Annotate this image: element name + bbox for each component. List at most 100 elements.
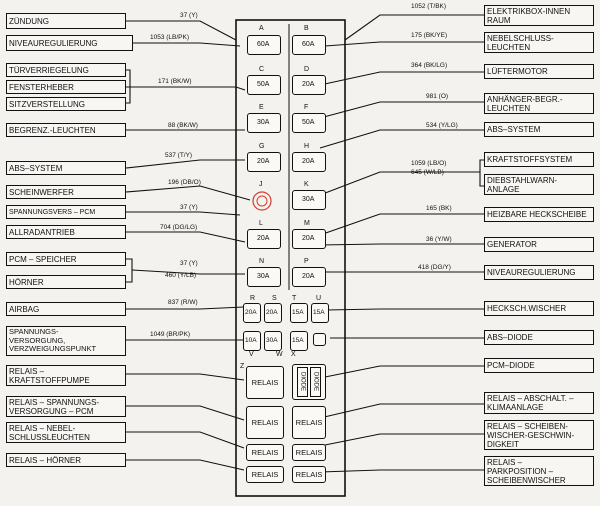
wire-code: 1059 (LB/O) — [411, 160, 447, 167]
left-label-scheinwerfer: SCHEINWERFER — [6, 185, 126, 199]
fuse-g: 20A — [247, 152, 281, 172]
wire-code: 196 (DB/O) — [168, 179, 201, 186]
wire-code: 364 (BK/LG) — [411, 62, 448, 69]
relay-nebelschluss: RELAIS — [246, 444, 284, 461]
right-label-kraftstoffsystem: KRAFTSTOFFSYSTEM — [484, 152, 594, 167]
fuse-v: 10A — [243, 331, 261, 351]
fuse-f: 50A — [292, 113, 326, 133]
relay-letter: Z — [240, 363, 245, 370]
fuse-letter: D — [304, 66, 310, 73]
fuse-c: 50A — [247, 75, 281, 95]
wire-code: 165 (BK) — [426, 205, 452, 212]
wire-code: 1049 (BR/PK) — [150, 331, 191, 338]
fuse-letter: F — [304, 104, 309, 111]
diode-pcm: DIODE — [310, 367, 321, 397]
fuse-letter: V — [249, 351, 254, 358]
relay-klimaanlage: RELAIS — [292, 406, 326, 439]
wire-code: 88 (BK/W) — [168, 122, 198, 129]
fuse-letter: A — [259, 25, 264, 32]
left-label-allrad: ALLRADANTRIEB — [6, 225, 126, 239]
fuse-letter: L — [259, 220, 263, 227]
fuse-letter: S — [272, 295, 277, 302]
left-label-relais-kraftstoff: RELAIS – KRAFTSTOFFPUMPE — [6, 365, 126, 386]
fuse-letter: R — [250, 295, 256, 302]
fuse-u: 15A — [311, 303, 329, 323]
right-label-heckscheibe: HEIZBARE HECKSCHEIBE — [484, 207, 594, 222]
right-label-anhaenger: ANHÄNGER-BEGR.- LEUCHTEN — [484, 93, 594, 114]
wire-code: 981 (O) — [426, 93, 449, 100]
fuse-l: 20A — [247, 229, 281, 249]
fuse-p: 20A — [292, 267, 326, 287]
left-label-sitz: SITZVERSTELLUNG — [6, 97, 126, 111]
fuse-e: 30A — [247, 113, 281, 133]
right-label-diebstahl: DIEBSTAHLWARN- ANLAGE — [484, 174, 594, 195]
left-label-relais-nebel: RELAIS – NEBEL- SCHLUSSLEUCHTEN — [6, 422, 126, 443]
fuse-w: 30A — [264, 331, 282, 351]
relay-kraftstoffpumpe: RELAIS — [246, 366, 284, 399]
left-label-verzweigung: SPANNUNGS- VERSORGUNG, VERZWEIGUNGSPUNKT — [6, 326, 126, 356]
fuse-m: 20A — [292, 229, 326, 249]
right-label-elektrikbox: ELEKTRIKBOX-INNEN RAUM — [484, 5, 594, 26]
right-label-luefter: LÜFTERMOTOR — [484, 64, 594, 79]
fuse-d: 20A — [292, 75, 326, 95]
right-label-pcm-diode: PCM–DIODE — [484, 358, 594, 373]
fuse-h: 20A — [292, 152, 326, 172]
left-label-abs: ABS–SYSTEM — [6, 161, 126, 175]
fuse-letter: E — [259, 104, 264, 111]
left-label-pcm-speicher: PCM – SPEICHER — [6, 252, 126, 266]
wire-code: 1053 (LB/PK) — [150, 34, 190, 41]
left-label-spannungsvers-pcm: SPANNUNGSVERS – PCM — [6, 205, 126, 219]
fuse-k: 30A — [292, 190, 326, 210]
left-label-begrenz: BEGRENZ.-LEUCHTEN — [6, 123, 126, 137]
right-label-wischer-geschw: RELAIS – SCHEIBEN- WISCHER-GESCHWIN- DIG… — [484, 420, 594, 450]
fuse-letter: B — [304, 25, 309, 32]
fuse-letter: C — [259, 66, 265, 73]
wire-code: 418 (DG/Y) — [418, 264, 451, 271]
left-label-fenster: FENSTERHEBER — [6, 80, 126, 94]
diode-block: DIODE DIODE — [292, 364, 326, 400]
fuse-letter: N — [259, 258, 265, 265]
fuse-letter: T — [292, 295, 297, 302]
wire-code: 534 (Y/LG) — [426, 122, 458, 129]
relay-parkposition: RELAIS — [292, 466, 326, 483]
fuse-b: 60A — [292, 35, 326, 55]
right-label-generator: GENERATOR — [484, 237, 594, 252]
right-label-klima: RELAIS – ABSCHALT. – KLIMAANLAGE — [484, 392, 594, 414]
fuse-letter: U — [316, 295, 322, 302]
wire-code: 36 (Y/W) — [426, 236, 452, 243]
fuse-letter: W — [276, 351, 283, 358]
wire-code: 837 (R/W) — [168, 299, 198, 306]
right-label-parkposition: RELAIS – PARKPOSITION – SCHEIBENWISCHER — [484, 456, 594, 486]
red-mark-icon — [252, 191, 272, 211]
fuse-letter: M — [304, 220, 310, 227]
relay-spannungsversorgung-pcm: RELAIS — [246, 406, 284, 439]
left-label-relais-pcm: RELAIS – SPANNUNGS- VERSORGUNG – PCM — [6, 396, 126, 417]
left-label-hoerner: HÖRNER — [6, 275, 126, 289]
relay-hoerner: RELAIS — [246, 466, 284, 483]
right-label-heckwischer: HECKSCH.WISCHER — [484, 301, 594, 316]
wire-code: 645 (W/LB) — [411, 169, 444, 176]
fuse-letter: P — [304, 258, 309, 265]
fuse-slot-empty — [313, 333, 326, 346]
fuse-s: 20A — [264, 303, 282, 323]
wire-code: 704 (DG/LG) — [160, 224, 198, 231]
left-label-niveau: NIVEAUREGULIERUNG — [6, 35, 133, 51]
wire-code: 37 (Y) — [180, 204, 198, 211]
wire-code: 37 (Y) — [180, 12, 198, 19]
fuse-a: 60A — [247, 35, 281, 55]
right-label-niveau: NIVEAUREGULIERUNG — [484, 265, 594, 280]
wire-code: 1052 (T/BK) — [411, 3, 447, 10]
wire-code: 537 (T/Y) — [165, 152, 193, 159]
left-label-airbag: AIRBAG — [6, 302, 126, 316]
right-label-abs: ABS–SYSTEM — [484, 122, 594, 137]
wire-code: 171 (BK/W) — [158, 78, 192, 85]
fuse-letter: H — [304, 143, 310, 150]
fuse-r: 20A — [243, 303, 261, 323]
right-label-nebelschluss: NEBELSCHLUSS- LEUCHTEN — [484, 32, 594, 53]
fuse-t: 15A — [290, 303, 308, 323]
left-label-tuer: TÜRVERRIEGELUNG — [6, 63, 126, 77]
right-label-abs-diode: ABS–DIODE — [484, 330, 594, 345]
left-label-zuendung: ZÜNDUNG — [6, 13, 126, 29]
diode-abs: DIODE — [297, 367, 308, 397]
